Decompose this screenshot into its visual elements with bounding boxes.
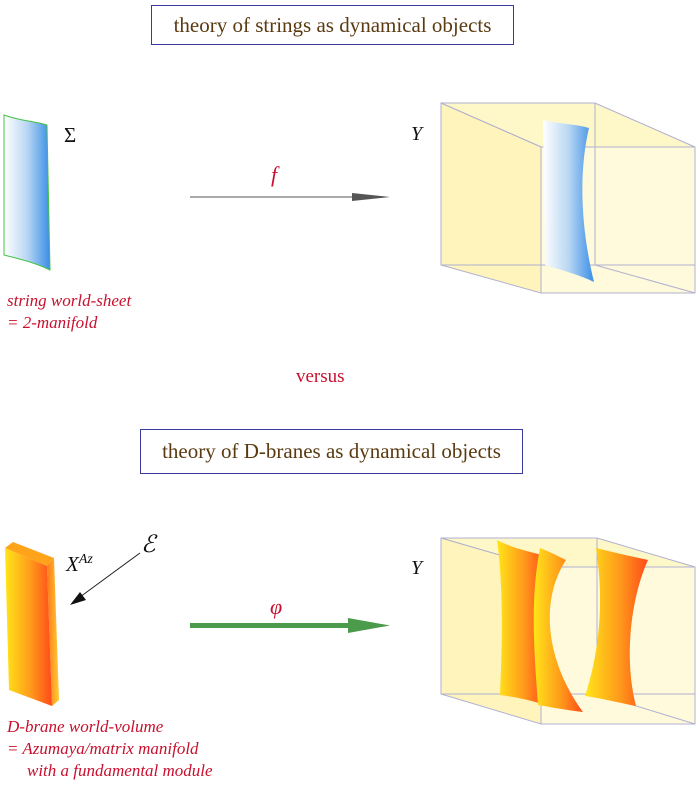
embedded-world-sheet	[543, 120, 594, 282]
x-az-label: XAz	[66, 552, 93, 577]
map-phi-arrowhead	[348, 618, 390, 633]
brane-world-volume	[5, 542, 59, 706]
world-sheet-surface	[3, 114, 51, 271]
module-e-label: ℰ	[141, 532, 156, 558]
brane-caption-line3: with a fundamental module	[27, 761, 213, 780]
world-sheet-caption: string world-sheet = 2-manifold	[7, 290, 131, 334]
embedded-brane-sheets	[497, 540, 648, 712]
x-az-base: X	[66, 552, 79, 576]
module-arrowhead	[70, 592, 86, 605]
module-arrow-line	[79, 552, 141, 598]
world-sheet-caption-line1: string world-sheet	[7, 291, 132, 310]
sigma-label: Σ	[64, 123, 77, 147]
map-phi-arrow-shaft	[190, 623, 350, 628]
brane-caption-line1: D-brane world-volume	[7, 717, 164, 736]
map-f-label: f	[271, 162, 278, 187]
map-f-arrowhead	[352, 193, 390, 201]
brane-caption: D-brane world-volume = Azumaya/matrix ma…	[7, 716, 213, 782]
brane-caption-line2: = Azumaya/matrix manifold	[7, 739, 199, 758]
dbrane-theory-title: theory of D-branes as dynamical objects	[140, 429, 523, 474]
target-y-label-top: Y	[411, 123, 423, 145]
string-theory-title: theory of strings as dynamical objects	[151, 5, 514, 45]
world-sheet-caption-line2: = 2-manifold	[7, 313, 98, 332]
target-y-label-bottom: Y	[411, 557, 423, 579]
map-phi-label: φ	[270, 594, 283, 619]
versus-label: versus	[296, 366, 345, 387]
x-az-superscript: Az	[78, 552, 93, 567]
